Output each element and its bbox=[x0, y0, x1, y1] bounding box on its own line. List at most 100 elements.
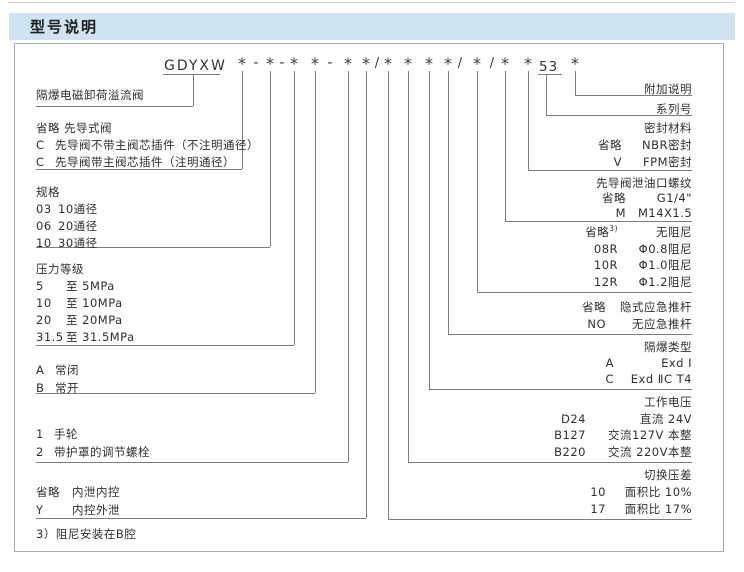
page-top-rule bbox=[8, 2, 735, 3]
connector-thread-v bbox=[505, 71, 506, 221]
group-title-text: 工作电压 bbox=[644, 395, 692, 409]
connector-series-v bbox=[546, 75, 547, 115]
option-row: 12R Φ1.2阻尼 bbox=[585, 274, 692, 291]
option-label: 内控外泄 bbox=[72, 503, 120, 517]
option-label: 常闭 bbox=[55, 363, 79, 377]
code-star: * bbox=[266, 54, 274, 73]
option-code: 省略 bbox=[582, 300, 606, 314]
option-code: 1 bbox=[36, 427, 44, 441]
code-slash: / bbox=[489, 56, 495, 71]
option-label: 手轮 bbox=[54, 427, 78, 441]
option-label: Exd Ⅰ bbox=[661, 356, 692, 370]
option-code: B220 bbox=[554, 444, 586, 459]
option-label: 带护罩的调节螺栓 bbox=[54, 445, 150, 459]
leader-thread bbox=[505, 221, 692, 222]
option-label: 常开 bbox=[55, 380, 79, 395]
code-star: * bbox=[425, 54, 433, 73]
leader-spec bbox=[36, 247, 270, 248]
option-code: D24 bbox=[561, 411, 586, 426]
connector-drain-v bbox=[366, 71, 367, 518]
code-star: * bbox=[362, 54, 370, 73]
footnote-marker: 3) bbox=[609, 224, 618, 234]
code-star: * bbox=[311, 54, 319, 73]
option-label: 先导阀带主阀芯插件（注明通径） bbox=[55, 155, 235, 169]
option-label: 面积比 10% bbox=[624, 485, 692, 499]
code-star: * bbox=[384, 54, 392, 73]
option-row: Y 内控外泄 bbox=[36, 501, 120, 519]
connector-adjust-v bbox=[348, 71, 349, 462]
leader-damping bbox=[477, 292, 692, 293]
option-code: 31.5 bbox=[36, 330, 64, 344]
section-header-bar: 型号说明 bbox=[9, 13, 735, 40]
option-code: NO bbox=[587, 317, 606, 331]
leader-ab bbox=[36, 393, 315, 394]
option-label: Φ1.2阻尼 bbox=[638, 274, 692, 289]
diagram-border-box bbox=[14, 43, 724, 552]
option-label: 至 31.5MPa bbox=[66, 330, 135, 344]
leader-extra bbox=[575, 95, 692, 96]
leader-exd bbox=[429, 389, 692, 390]
connector-seal-v bbox=[528, 71, 529, 170]
group-title: 密封材料 bbox=[598, 120, 692, 137]
option-code: 12R bbox=[593, 274, 618, 289]
connector-pilot-v bbox=[242, 71, 243, 169]
group-title-text: 系列号 bbox=[656, 102, 692, 116]
option-code: 08R bbox=[593, 241, 618, 256]
option-code: 03 bbox=[36, 202, 52, 216]
footnote: 3）阻尼安装在B腔 bbox=[36, 527, 137, 541]
option-row: 省略3)无阻尼 bbox=[585, 224, 692, 241]
code-dash: - bbox=[253, 55, 259, 71]
code-slash: / bbox=[457, 56, 463, 71]
group-title-text: 密封材料 bbox=[644, 121, 692, 135]
option-code: 20 bbox=[36, 313, 52, 327]
option-row: 省略 G1/4" bbox=[596, 191, 692, 206]
option-code: Y bbox=[36, 503, 44, 517]
connector-spec-v bbox=[270, 71, 271, 247]
group-title: 附加说明 bbox=[644, 82, 692, 96]
option-code: 10R bbox=[593, 258, 618, 273]
option-label: 先导阀不带主阀芯插件（不注明通径） bbox=[55, 138, 259, 152]
option-code: 省略 bbox=[36, 121, 60, 135]
option-label: 先导式阀 bbox=[64, 121, 112, 135]
option-label: 无应急推杆 bbox=[632, 317, 692, 331]
connector-damping-v bbox=[477, 71, 478, 292]
option-code: 10 bbox=[36, 296, 52, 310]
option-code: A bbox=[605, 356, 614, 370]
option-row: 20 至 20MPa bbox=[36, 312, 135, 329]
option-code: B bbox=[36, 380, 45, 395]
option-label: G1/4" bbox=[656, 191, 692, 205]
option-code: 10 bbox=[590, 485, 606, 499]
option-label: 直流 24V bbox=[639, 411, 692, 426]
option-label: 30通径 bbox=[58, 236, 98, 250]
prefix-underline bbox=[163, 74, 220, 75]
group-title: 隔爆类型 bbox=[605, 339, 692, 355]
option-code: 省略 bbox=[602, 191, 626, 205]
leader-pushrod bbox=[448, 334, 692, 335]
group-title-text: 先导阀泄油口螺纹 bbox=[596, 176, 692, 190]
option-code: 17 bbox=[590, 502, 606, 516]
connector-pushrod-v bbox=[448, 71, 449, 334]
group-title: 先导阀泄油口螺纹 bbox=[596, 176, 692, 191]
option-row: NO 无应急推杆 bbox=[582, 316, 692, 333]
option-row: A Exd Ⅰ bbox=[605, 355, 692, 371]
connector-extra-v bbox=[575, 71, 576, 95]
option-code: C bbox=[36, 138, 45, 152]
option-label: Φ0.8阻尼 bbox=[638, 241, 692, 256]
connector-diff-v bbox=[388, 71, 389, 519]
option-code: 省略 bbox=[36, 485, 60, 499]
option-row: D24 直流 24V bbox=[554, 411, 692, 428]
option-label: Φ1.0阻尼 bbox=[638, 258, 692, 273]
code-star: * bbox=[524, 54, 532, 73]
option-label: 至 20MPa bbox=[66, 313, 123, 327]
